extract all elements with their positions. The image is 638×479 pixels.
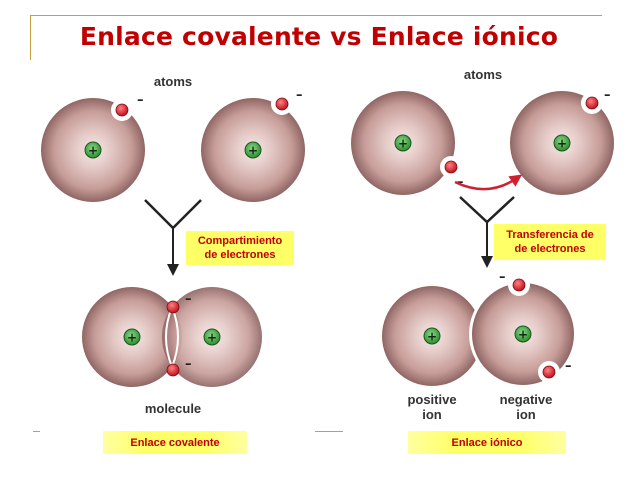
minus-sign: – <box>185 357 192 372</box>
negative-ion-line2: ion <box>516 407 536 422</box>
covalent-process-label: Compartimiento de electrones <box>186 231 294 265</box>
molecule-label: molecule <box>144 401 202 416</box>
electron-icon <box>585 96 599 110</box>
positive-ion-line2: ion <box>422 407 442 422</box>
plus-sign: + <box>207 331 217 345</box>
negative-ion: + – – <box>469 270 577 388</box>
ionic-atoms-label: atoms <box>463 67 503 82</box>
nucleus-icon <box>394 134 412 152</box>
negative-ion-line1: negative <box>499 392 553 407</box>
electron-icon <box>542 365 556 379</box>
minus-sign: – <box>565 359 572 374</box>
ionic-bond-banner: Enlace iónico <box>408 431 566 454</box>
nucleus-icon <box>553 134 571 152</box>
covalent-bond-banner-text: Enlace covalente <box>130 436 220 449</box>
bottom-accent-line-left <box>33 431 40 432</box>
ionic-process-label: Transferencia de de electrones <box>494 224 606 260</box>
covalent-bond-banner: Enlace covalente <box>103 431 247 454</box>
top-accent-line <box>30 15 602 16</box>
minus-sign: – <box>137 93 144 108</box>
nucleus-icon <box>514 325 532 343</box>
nucleus-icon <box>84 141 102 159</box>
minus-sign: – <box>296 88 303 103</box>
nucleus-icon <box>423 327 441 345</box>
plus-sign: + <box>248 144 258 158</box>
plus-sign: + <box>427 330 437 344</box>
plus-sign: + <box>398 137 408 151</box>
negative-ion-label: negative ion <box>488 392 564 422</box>
plus-sign: + <box>127 331 137 345</box>
shared-electron-icon <box>166 300 180 314</box>
covalent-atom-right: + – <box>201 88 305 202</box>
left-accent-line <box>30 15 31 60</box>
positive-ion: + <box>382 286 482 386</box>
minus-sign: – <box>457 175 464 190</box>
nucleus-icon <box>203 328 221 346</box>
covalent-merge-arrow <box>144 199 202 276</box>
plus-sign: + <box>518 328 528 342</box>
electron-icon <box>512 278 526 292</box>
covalent-atoms-label: atoms <box>153 74 193 89</box>
ionic-atom-right: + – <box>510 88 614 195</box>
ionic-bond-banner-text: Enlace iónico <box>451 436 523 449</box>
nucleus-icon <box>123 328 141 346</box>
covalent-process-line1: Compartimiento <box>197 235 283 247</box>
electron-icon <box>444 160 458 174</box>
page-title: Enlace covalente vs Enlace iónico <box>79 22 559 51</box>
ionic-process-line2: de electrones <box>514 243 586 255</box>
covalent-atom-left: + – <box>41 93 145 202</box>
bottom-accent-line-mid <box>315 431 343 432</box>
shared-electron-icon <box>166 363 180 377</box>
ionic-atom-left: + – <box>351 91 464 195</box>
covalent-molecule: + + – – <box>82 287 262 387</box>
positive-ion-label: positive ion <box>397 392 467 422</box>
electron-icon <box>115 103 129 117</box>
nucleus-icon <box>244 141 262 159</box>
transfer-arrow-icon <box>454 174 523 191</box>
covalent-process-line2: de electrones <box>204 249 276 261</box>
electron-icon <box>275 97 289 111</box>
plus-sign: + <box>88 144 98 158</box>
minus-sign: – <box>604 88 611 103</box>
ionic-merge-arrow <box>459 196 515 268</box>
minus-sign: – <box>499 270 506 285</box>
positive-ion-line1: positive <box>407 392 457 407</box>
plus-sign: + <box>557 137 567 151</box>
ionic-process-line1: Transferencia de <box>506 229 594 241</box>
minus-sign: – <box>185 292 192 307</box>
